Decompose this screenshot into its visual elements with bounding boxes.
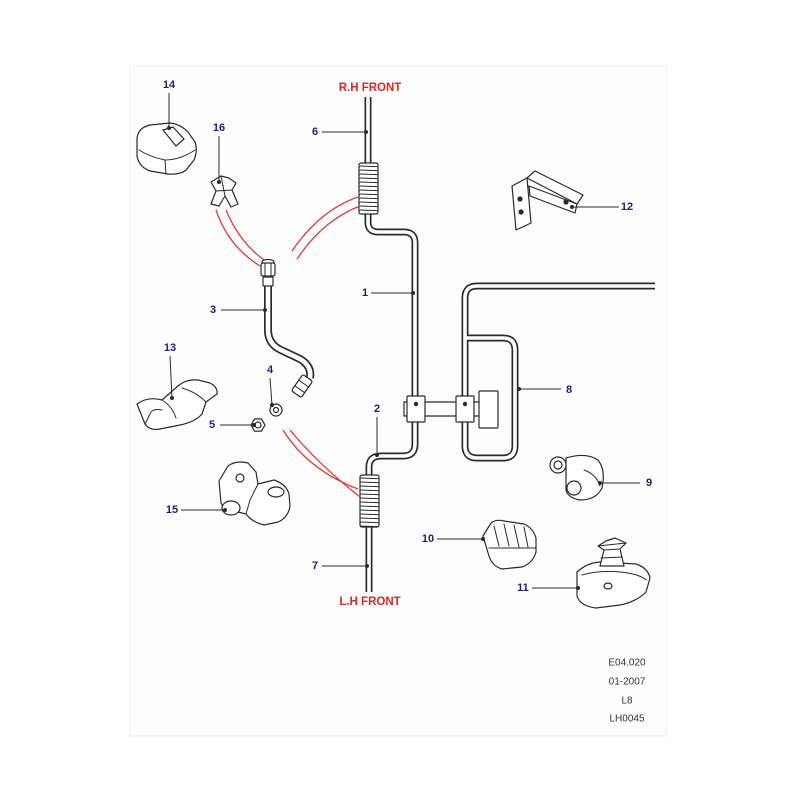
clamp-side-boss	[267, 486, 285, 498]
washer-inner	[272, 406, 280, 414]
callout-2: 2	[374, 403, 380, 415]
callout-12: 12	[621, 201, 633, 213]
leader-15-dot	[223, 508, 227, 512]
leader-11-dot	[576, 586, 580, 590]
part-16-spring-clip	[210, 175, 239, 208]
bracket-hole-flange	[563, 199, 569, 205]
part-12-bracket	[511, 170, 584, 231]
hose-top-hex-nut	[260, 262, 276, 277]
callout-13: 13	[164, 342, 176, 354]
fitting-bolt-right	[462, 401, 468, 407]
callout-3: 3	[210, 304, 216, 316]
guide-line-sleeve-lower-b	[289, 429, 361, 498]
lower-pipe-sleeve	[359, 474, 380, 528]
junction-block	[478, 390, 499, 429]
bracket-top-flange	[526, 170, 584, 205]
push-fastener-base-face	[581, 570, 647, 581]
callout-16: 16	[213, 122, 225, 134]
grommet-head-center	[553, 460, 563, 470]
drawing-date: 01-2007	[609, 677, 646, 688]
leader-1-dot	[411, 291, 415, 295]
leader-4-dot	[270, 403, 274, 407]
pipe-clip-details	[144, 387, 207, 425]
upper-pipe-sleeve	[358, 162, 379, 215]
part-3-flexible-hose	[260, 258, 313, 398]
spring-clip-folds	[215, 175, 233, 197]
leader-4	[269, 377, 273, 406]
callout-10: 10	[422, 533, 434, 545]
part-13-pipe-clip	[136, 379, 218, 431]
guide-line-clip-b	[225, 209, 268, 263]
callout-11: 11	[517, 582, 529, 594]
clamp-edges	[245, 483, 259, 515]
leader-16-dot	[217, 180, 221, 184]
callout-6: 6	[312, 126, 318, 138]
guide-line-sleeve-lower-a	[282, 429, 359, 490]
clamp-cylinder-end	[221, 500, 241, 516]
fitting-bolt-left	[413, 401, 419, 407]
bracket-front-face	[528, 185, 578, 214]
push-fastener-ridges	[597, 542, 627, 559]
leader-14-dot	[167, 126, 171, 130]
bracket-vertical-leg	[511, 177, 532, 231]
callout-numbers: 14 16 6 12 1 3 8 13 4 2 5 9 15 10 7 11	[163, 79, 652, 594]
callout-15: 15	[166, 504, 178, 516]
part-10-retaining-clip	[482, 519, 537, 570]
retaining-clip-body	[482, 519, 537, 570]
lh-front-label: L.H FRONT	[339, 596, 400, 608]
illustration-ref: E04.020	[608, 658, 646, 669]
callout-8: 8	[566, 384, 572, 396]
grommet-end	[566, 480, 582, 496]
callout-5: 5	[209, 419, 215, 431]
leader-8-dot	[517, 387, 521, 391]
model-code: L8	[621, 696, 633, 707]
pipe-junction	[403, 390, 499, 429]
leader-5-dot	[252, 423, 256, 427]
diagram-panel	[129, 65, 667, 737]
bottom-fitting-flats	[294, 379, 310, 394]
leader-13	[169, 355, 173, 399]
leader-9-dot	[598, 481, 602, 485]
junction-fitting-left	[406, 395, 426, 423]
leader-3-dot	[263, 308, 267, 312]
part-9-grommet	[549, 454, 604, 501]
leader-7-dot	[365, 564, 369, 568]
bracket-hole-lower	[518, 209, 524, 215]
guide-line-sleeve-upper-a	[291, 196, 359, 252]
hose-top-collar	[262, 276, 274, 287]
leader-10-dot	[481, 537, 485, 541]
retaining-clip-fingers	[488, 523, 537, 549]
guide-line-clip-a	[215, 209, 261, 267]
callout-1: 1	[362, 287, 368, 299]
part-15-clamp	[218, 461, 291, 526]
leader-2-dot	[375, 453, 379, 457]
guide-line-sleeve-upper-b	[296, 205, 361, 260]
hose-bottom-fitting	[291, 374, 313, 398]
assembly-guide-lines	[215, 196, 361, 498]
part-4-washer	[269, 403, 283, 417]
drawing-reference-block: E04.020 01-2007 L8 LH0045	[608, 658, 646, 725]
callout-leaders	[167, 93, 640, 590]
part-11-push-fastener	[576, 537, 651, 609]
callout-14: 14	[163, 79, 176, 91]
callout-9: 9	[646, 477, 652, 489]
part-14-clip-block	[136, 122, 197, 175]
rh-front-label: R.H FRONT	[339, 82, 402, 94]
hex-nut-flats	[264, 262, 272, 277]
leader-12-dot	[570, 205, 574, 209]
bottom-fitting-body	[291, 374, 313, 398]
junction-fitting-right	[455, 395, 475, 423]
clamp-hole	[235, 473, 245, 483]
clip-block-front-edge	[138, 149, 196, 175]
callout-4: 4	[267, 364, 274, 376]
callout-7: 7	[312, 560, 318, 572]
bracket-hole-upper	[517, 196, 523, 202]
push-fastener-hole	[603, 582, 613, 590]
leader-13-dot	[170, 396, 174, 400]
leader-6-dot	[364, 130, 368, 134]
drawing-code: LH0045	[609, 714, 644, 725]
